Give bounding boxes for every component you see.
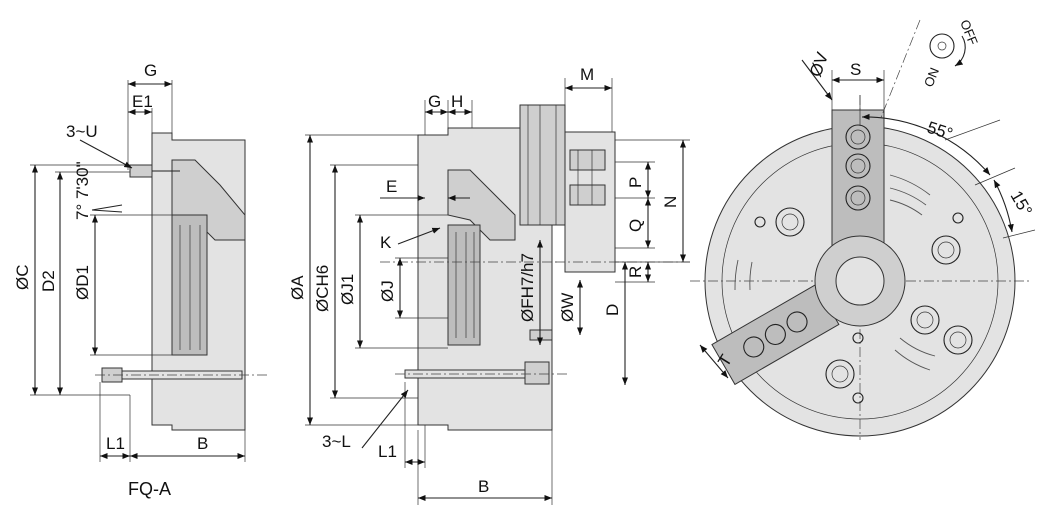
off-on-dial (929, 33, 955, 59)
label-G: G (144, 61, 157, 80)
label-J: ØJ (378, 280, 397, 302)
label-D2: D2 (39, 270, 58, 292)
middle-screw-1 (569, 149, 606, 171)
label-3U: 3~U (66, 122, 98, 141)
label-Q: Q (626, 219, 645, 232)
middle-jaw-profile (447, 169, 516, 241)
label-E1: E1 (132, 92, 153, 111)
middle-plug (529, 329, 553, 341)
label-H: H (451, 92, 463, 111)
centre-bore (835, 256, 885, 306)
label-L1: L1 (378, 442, 397, 461)
label-L1: L1 (106, 434, 125, 453)
label-S: S (850, 60, 861, 79)
middle-section-view: G H M E K ØA ØCH6 ØJ1 ØJ ØFH7/h7 ØW D P … (288, 65, 690, 505)
label-D1: ØD1 (73, 265, 92, 300)
label-P: P (626, 177, 645, 188)
label-D: D (603, 304, 622, 316)
right-front-view: ØV S OFF ON 55° 15° T (690, 18, 1036, 440)
label-A: ØA (288, 275, 307, 300)
middle-top-block (519, 104, 566, 226)
label-N: N (661, 196, 680, 208)
label-15deg: 15° (1007, 188, 1036, 220)
label-M: M (580, 65, 594, 84)
label-ON: ON (921, 65, 942, 89)
left-inner-bore (171, 214, 208, 356)
left-side-view: G E1 3~U 7° 7'30" ØC D2 ØD1 L1 B FQ-A (13, 61, 270, 499)
label-C: ØC (13, 265, 32, 291)
label-angle: 7° 7'30" (73, 161, 92, 220)
label-G: G (428, 92, 441, 111)
label-V: ØV (806, 49, 832, 79)
middle-screw-2 (569, 184, 606, 206)
label-3L: 3~L (322, 432, 351, 451)
label-55deg: 55° (925, 118, 955, 144)
middle-inner-bore (447, 224, 481, 346)
label-R: R (626, 266, 645, 278)
label-E: E (386, 177, 397, 196)
label-B: B (478, 477, 489, 496)
middle-bolt-head (524, 361, 550, 385)
label-B: B (197, 434, 208, 453)
label-OFF: OFF (957, 18, 981, 48)
caption: FQ-A (128, 479, 171, 499)
label-F: ØFH7/h7 (518, 253, 537, 322)
label-J1: ØJ1 (338, 274, 357, 305)
label-W: ØW (558, 293, 577, 322)
label-C: ØCH6 (313, 265, 332, 312)
left-screw-head (129, 164, 153, 178)
label-K: K (380, 233, 392, 252)
